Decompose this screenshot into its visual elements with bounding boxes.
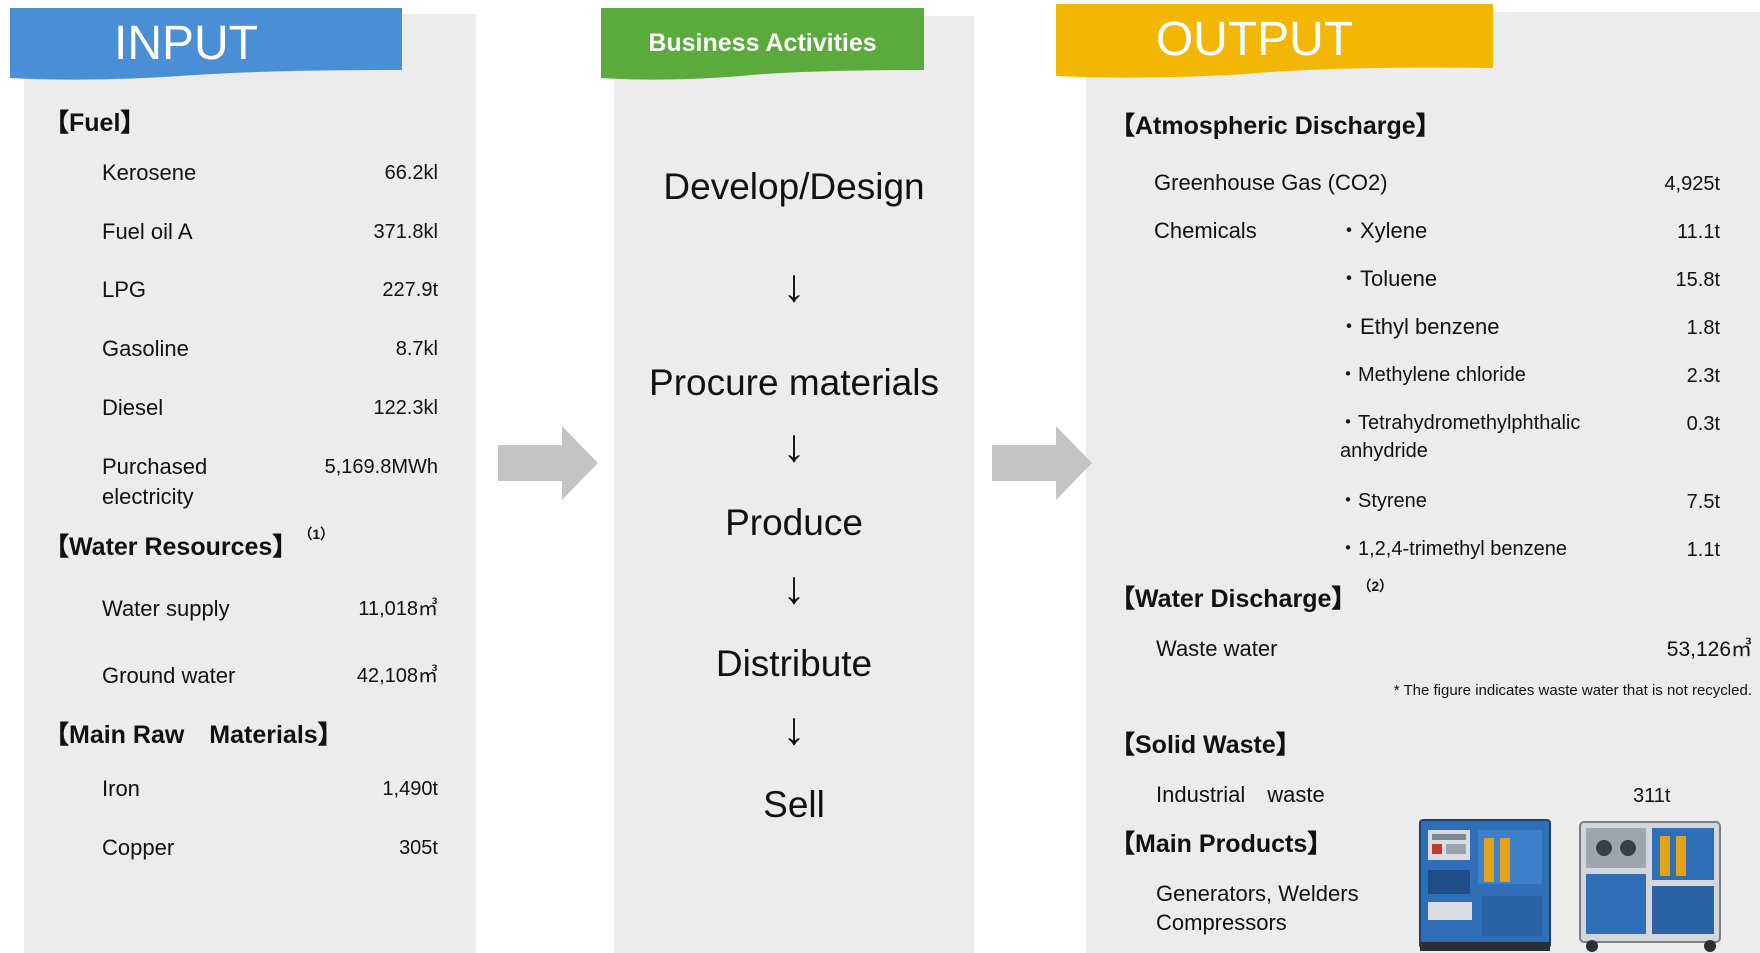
fuel-item-label: Diesel — [102, 395, 164, 420]
output-panel — [1086, 12, 1760, 953]
fuel-item-label: Kerosene — [102, 160, 197, 185]
flow-arrow-right-icon — [992, 426, 1092, 500]
water-resources-heading: 【Water Resources】（1） — [44, 526, 335, 561]
chemicals-label: Chemicals — [1154, 218, 1257, 243]
waste-water-label: Waste water — [1156, 636, 1278, 661]
generator-product-image — [1419, 819, 1551, 951]
fuel-item-label: Fuel oil A — [102, 219, 193, 244]
chemical-name: ・Xylene — [1338, 218, 1428, 243]
material-item-label: Copper — [102, 835, 175, 860]
business-step: Procure materials — [649, 362, 939, 403]
waste-water-value: 53,126㎥ — [1666, 638, 1752, 661]
fuel-item-label: Purchased — [102, 454, 208, 479]
chemical-value: 1.8t — [1686, 317, 1720, 339]
flow-arrow-right-icon — [498, 426, 598, 500]
fuel-item-value: 5,169.8MWh — [324, 456, 438, 478]
chemical-name: ・Ethyl benzene — [1338, 314, 1500, 339]
water-discharge-heading: 【Water Discharge】（2） — [1110, 578, 1394, 613]
down-arrow-icon: ↓ — [782, 561, 806, 613]
chemical-value: 1.1t — [1686, 539, 1720, 561]
down-arrow-icon: ↓ — [782, 259, 806, 311]
material-item-label: Iron — [102, 776, 140, 801]
chemical-value: 15.8t — [1675, 269, 1720, 291]
ghg-value: 4,925t — [1664, 173, 1720, 195]
chemical-value: 7.5t — [1686, 491, 1720, 513]
main-products-line: Compressors — [1156, 910, 1287, 935]
fuel-item-label: LPG — [102, 277, 147, 302]
business-step: Produce — [725, 502, 863, 543]
chemical-name: anhydride — [1340, 440, 1428, 462]
industrial-waste-value: 311t — [1633, 785, 1671, 807]
chemical-value: 2.3t — [1686, 365, 1720, 387]
fuel-item-value: 8.7kl — [395, 338, 438, 360]
welder-product-image — [1579, 821, 1721, 952]
input-banner-title: INPUT — [114, 16, 258, 70]
business-step: Distribute — [715, 643, 873, 684]
industrial-waste-label: Industrial waste — [1156, 782, 1325, 807]
atmospheric-discharge-heading: 【Atmospheric Discharge】 — [1110, 112, 1441, 140]
water-item-value: 11,018㎥ — [358, 598, 438, 620]
chemical-name: ・1,2,4-trimethyl benzene — [1338, 538, 1568, 560]
solid-waste-heading: 【Solid Waste】 — [1110, 731, 1301, 759]
main-products-heading: 【Main Products】 — [1110, 830, 1333, 858]
ghg-label: Greenhouse Gas (CO2) — [1154, 170, 1388, 195]
fuel-item-value: 66.2kl — [384, 162, 438, 184]
chemical-value: 0.3t — [1686, 413, 1720, 435]
fuel-item-value: 227.9t — [382, 279, 438, 301]
water-discharge-note: （2） — [1364, 578, 1394, 594]
input-banner: INPUT — [10, 8, 402, 84]
fuel-item-value: 122.3kl — [373, 397, 439, 419]
material-item-value: 1,490t — [382, 778, 438, 800]
fuel-item-label: Gasoline — [102, 336, 189, 361]
chemical-name: ・Styrene — [1338, 490, 1427, 512]
business-activities-banner-title: Business Activities — [648, 28, 877, 57]
main-products-line: Generators, Welders — [1156, 881, 1359, 906]
business-step: Sell — [763, 784, 825, 825]
chemical-name: ・Tetrahydromethylphthalic — [1338, 412, 1581, 434]
fuel-heading: 【Fuel】 — [44, 109, 146, 137]
fuel-item-label: electricity — [102, 484, 194, 509]
water-item-value: 42,108㎥ — [356, 665, 438, 687]
chemical-name: ・Toluene — [1338, 266, 1438, 291]
down-arrow-icon: ↓ — [782, 702, 806, 754]
fuel-item-value: 371.8kl — [373, 221, 439, 243]
waste-water-footnote: * The figure indicates waste water that … — [1393, 682, 1752, 699]
chemical-name: ・Methylene chloride — [1338, 364, 1526, 386]
water-resources-note: （1） — [305, 526, 335, 542]
water-item-label: Water supply — [102, 596, 230, 621]
material-item-value: 305t — [399, 837, 438, 859]
water-item-label: Ground water — [102, 663, 236, 688]
chemical-value: 11.1t — [1677, 221, 1720, 243]
input-panel — [24, 14, 476, 953]
business-step: Develop/Design — [663, 166, 925, 207]
down-arrow-icon: ↓ — [782, 419, 806, 471]
output-banner-title: OUTPUT — [1155, 12, 1354, 66]
raw-materials-heading: 【Main Raw Materials】 — [44, 721, 343, 749]
business-activities-banner: Business Activities — [601, 8, 924, 84]
business-activities-panel — [614, 16, 974, 953]
output-banner: OUTPUT — [1056, 4, 1493, 82]
